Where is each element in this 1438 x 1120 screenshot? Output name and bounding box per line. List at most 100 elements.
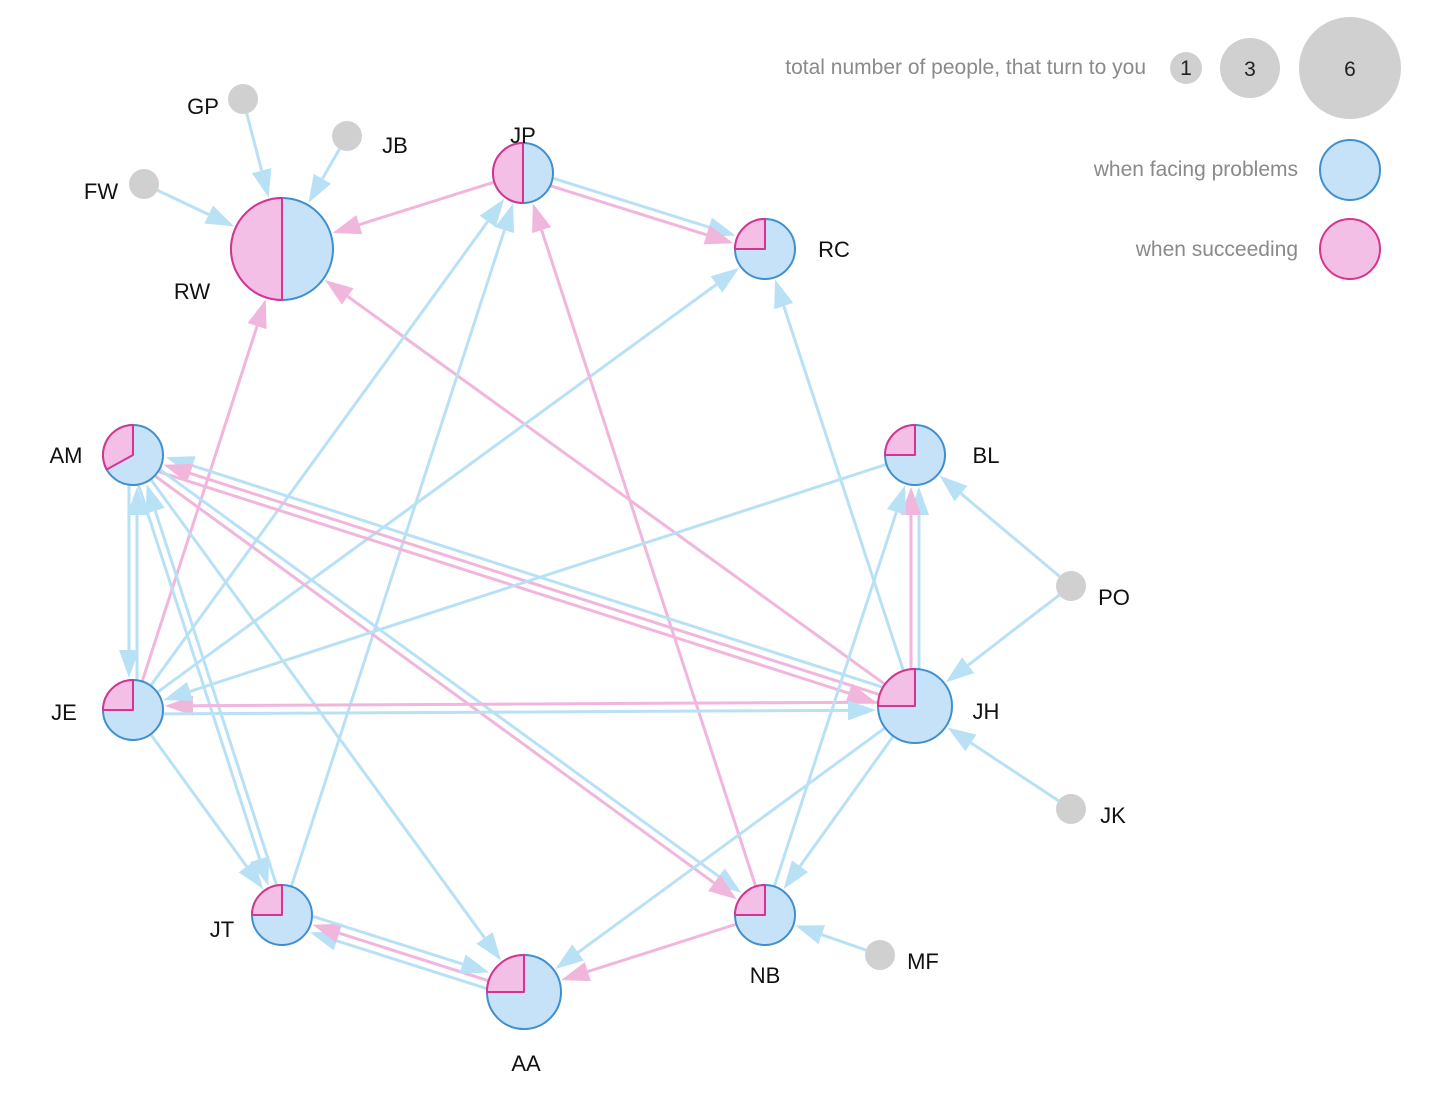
node-label-rw: RW	[174, 279, 210, 304]
edge-arrowhead	[795, 925, 825, 945]
edge-line	[321, 148, 341, 180]
edge-gp-to-rw-problems	[245, 113, 272, 198]
edge-line	[772, 511, 898, 887]
edge-je-to-jh-problems	[163, 700, 877, 721]
edge-line	[821, 933, 867, 952]
legend-problems-swatch	[1319, 139, 1381, 201]
node-mf[interactable]: MF	[865, 940, 939, 974]
edge-line	[149, 478, 486, 939]
edge-arrowhead	[312, 923, 343, 943]
node-rc[interactable]: RC	[734, 218, 850, 280]
edge-line	[158, 470, 850, 695]
edge-line	[156, 189, 210, 216]
node-je[interactable]: JE	[51, 679, 164, 741]
node-aa[interactable]: AA	[486, 954, 562, 1076]
node-circle	[1056, 571, 1086, 601]
node-jb[interactable]: JB	[332, 121, 408, 158]
edge-line	[153, 510, 278, 886]
edge-arrowhead	[708, 874, 737, 900]
node-bl[interactable]: BL	[884, 424, 999, 486]
node-label-jk: JK	[1100, 803, 1126, 828]
legend-size-6-circle	[1299, 17, 1401, 119]
edge-line	[140, 325, 259, 682]
edge-arrowhead	[774, 279, 794, 310]
edge-line	[137, 484, 262, 860]
edge-arrowhead	[308, 173, 332, 204]
node-succeeding-wedge	[734, 218, 766, 250]
node-jp[interactable]: JP	[492, 123, 554, 204]
legend-problems-label: when facing problems	[1093, 158, 1298, 181]
edge-line	[245, 113, 264, 171]
node-succeeding-wedge	[486, 954, 525, 993]
edge-jh-to-nb-problems	[783, 735, 895, 890]
edge-line	[163, 708, 849, 716]
edge-nb-to-bl-problems	[772, 485, 906, 887]
legend-size-1-label: 1	[1180, 57, 1192, 80]
edge-arrowhead	[476, 931, 502, 961]
edge-line	[156, 283, 718, 694]
edge-arrowhead	[324, 280, 354, 305]
node-succeeding-wedge	[734, 884, 766, 916]
node-label-am: AM	[50, 443, 83, 468]
edge-line	[577, 726, 887, 954]
edge-line	[798, 735, 895, 868]
edge-jk-to-jh-problems	[947, 727, 1060, 802]
edge-jp-to-rw-succeeding	[332, 180, 495, 235]
edge-bl-to-je-problems	[163, 462, 887, 701]
edge-line	[358, 180, 495, 227]
edge-arrowhead	[247, 299, 267, 330]
edge-line	[336, 939, 487, 990]
node-rw[interactable]: RW	[174, 197, 334, 304]
edge-arrowhead	[710, 267, 740, 293]
edges-layer	[119, 113, 1061, 990]
node-fw[interactable]: FW	[84, 169, 159, 204]
edge-arrowhead	[703, 225, 734, 245]
edge-mf-to-nb-problems	[795, 925, 867, 952]
edge-arrowhead	[783, 860, 809, 890]
legend-succeeding-swatch	[1319, 218, 1381, 280]
edge-arrowhead	[238, 860, 264, 890]
edge-am-to-je-problems	[119, 485, 139, 678]
edge-arrowhead	[947, 727, 977, 752]
node-jk[interactable]: JK	[1056, 794, 1126, 828]
node-succeeding-wedge	[102, 424, 134, 471]
edge-jh-to-am-succeeding	[163, 463, 881, 697]
node-po[interactable]: PO	[1056, 571, 1130, 610]
node-gp[interactable]: GP	[187, 84, 258, 119]
edge-jh-to-rc-problems	[774, 279, 905, 672]
node-am[interactable]: AM	[50, 424, 164, 486]
edge-line	[189, 462, 887, 693]
legend-size-3-label: 3	[1244, 58, 1256, 81]
node-label-rc: RC	[818, 237, 850, 262]
edge-arrowhead	[886, 485, 906, 516]
edge-line	[192, 464, 883, 689]
legend-size-6-label: 6	[1344, 58, 1356, 81]
edge-line	[289, 229, 506, 887]
node-circle	[1056, 794, 1086, 824]
edge-je-to-jt-problems	[149, 733, 264, 890]
edge-arrowhead	[251, 168, 272, 198]
legend-size-title: total number of people, that turn to you	[785, 56, 1146, 79]
node-succeeding-wedge	[230, 197, 283, 301]
edge-line	[312, 915, 464, 966]
node-label-fw: FW	[84, 179, 118, 204]
edge-po-to-bl-problems	[939, 475, 1061, 578]
edge-arrowhead	[945, 657, 975, 683]
edge-arrowhead	[332, 215, 363, 235]
edge-line	[549, 184, 708, 237]
edge-nb-to-aa-succeeding	[561, 922, 737, 982]
edge-jp-to-rc-succeeding	[549, 184, 734, 245]
edge-jh-to-rw-succeeding	[324, 280, 886, 686]
edge-po-to-jh-problems	[945, 593, 1061, 683]
edge-line	[967, 593, 1061, 667]
edge-arrowhead	[847, 700, 877, 721]
node-succeeding-wedge	[884, 424, 916, 456]
edge-arrowhead	[204, 205, 235, 227]
node-jh[interactable]: JH	[877, 668, 999, 744]
edge-line	[970, 741, 1060, 802]
edge-line	[158, 468, 720, 878]
edge-arrowhead	[532, 203, 552, 234]
node-jt[interactable]: JT	[210, 884, 313, 946]
node-nb[interactable]: NB	[734, 884, 796, 988]
